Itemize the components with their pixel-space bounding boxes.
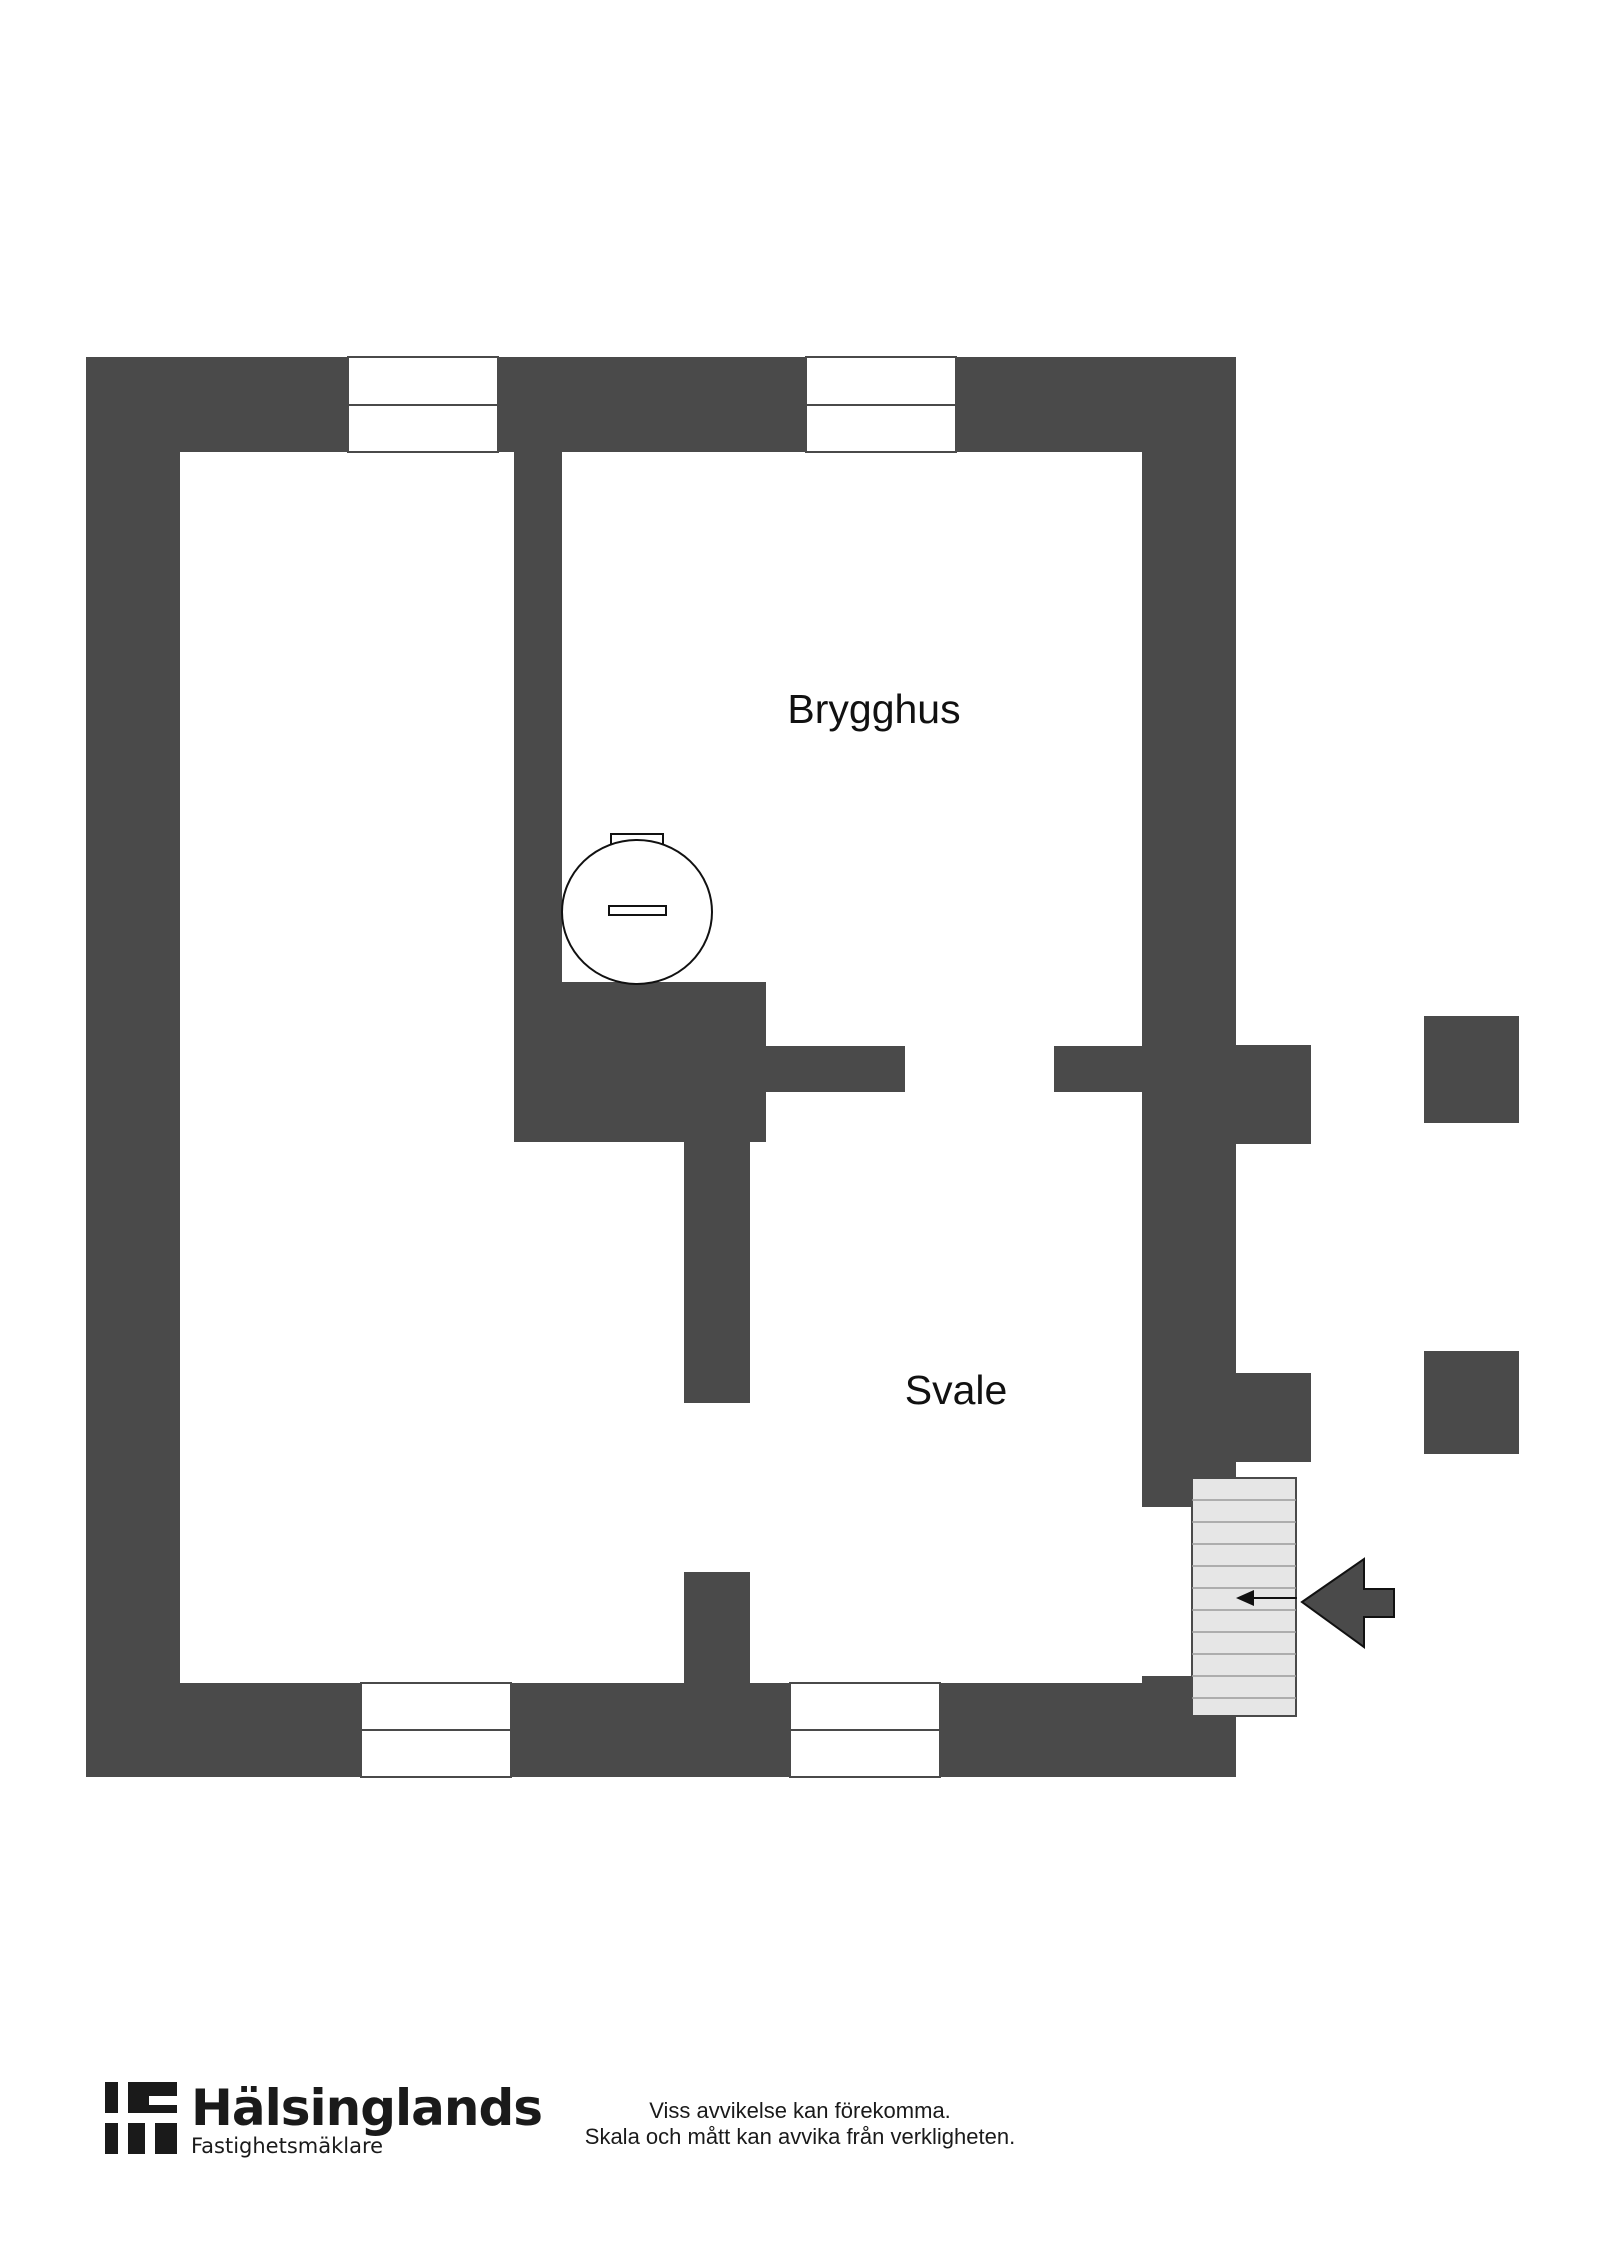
east-protrusion-upper [1236,1045,1311,1144]
window-south-right [789,1682,941,1778]
interior-wall-vertical-middle [684,1142,750,1403]
north-wall [86,357,1236,452]
interior-wall-stub-right [1054,1046,1142,1092]
window-north-right [805,356,957,453]
brand-name: Hälsinglands [191,2079,543,2137]
east-protrusion-lower [1236,1373,1311,1462]
steps-arrow-head [1236,1590,1254,1606]
brand-logo: Hälsinglands Fastighetsmäklare [105,2079,543,2162]
boiler-tank-icon [561,833,713,985]
interior-wall-block [514,982,766,1142]
entrance-steps [1191,1477,1297,1717]
interior-wall-stub-left [766,1046,905,1092]
south-wall [86,1683,1236,1777]
pillar-upper [1424,1016,1519,1123]
entrance-arrow-icon [1300,1557,1395,1649]
disclaimer-line-2: Skala och mått kan avvika från verklighe… [584,2124,1016,2149]
interior-wall-south-stub [684,1572,750,1683]
hf-logo-icon [105,2082,177,2154]
west-wall [86,357,180,1777]
disclaimer-line-1: Viss avvikelse kan förekomma. [649,2098,951,2123]
pillar-lower [1424,1351,1519,1454]
windows [347,356,957,1778]
window-north-left [347,356,499,453]
room-label-svale: Svale [905,1367,1008,1413]
room-label-brygghus: Brygghus [787,686,960,732]
east-wall-upper [1142,357,1236,1507]
brand-text: Hälsinglands Fastighetsmäklare [191,2079,543,2158]
brand-subtitle: Fastighetsmäklare [191,2134,384,2158]
disclaimer: Viss avvikelse kan förekomma. Skala och … [550,2098,1050,2150]
window-south-left [360,1682,512,1778]
walls [86,357,1519,1777]
